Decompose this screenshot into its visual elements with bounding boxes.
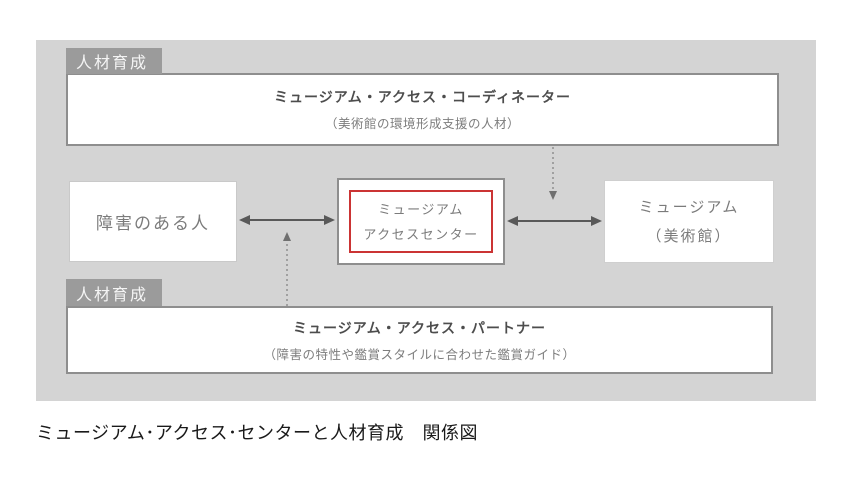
- node-museum-access-center: ミュージアム アクセスセンター: [337, 178, 505, 265]
- hr-development-tag-top: 人材育成: [66, 48, 162, 74]
- arrow-people-center: [239, 215, 335, 225]
- partner-subtitle: （障害の特性や鑑賞スタイルに合わせた鑑賞ガイド）: [263, 347, 576, 362]
- access-center-line2: アクセスセンター: [363, 226, 479, 242]
- coordinator-box: ミュージアム・アクセス・コーディネーター （美術館の環境形成支援の人材）: [66, 73, 779, 146]
- partner-box: ミュージアム・アクセス・パートナー （障害の特性や鑑賞スタイルに合わせた鑑賞ガイ…: [66, 306, 773, 374]
- node-people-with-disabilities: 障害のある人: [69, 181, 237, 262]
- arrow-center-museum: [507, 216, 602, 226]
- figure-caption: ミュージアム･アクセス･センターと人材育成 関係図: [36, 423, 478, 443]
- hr-development-tag-top-label: 人材育成: [76, 55, 149, 72]
- hr-development-tag-bottom: 人材育成: [66, 279, 162, 306]
- access-center-red-highlight-frame: ミュージアム アクセスセンター: [349, 190, 493, 253]
- hr-development-tag-bottom-label: 人材育成: [76, 286, 149, 304]
- access-center-line1: ミュージアム: [378, 201, 464, 217]
- museum-line2: （美術館）: [646, 227, 732, 245]
- coordinator-subtitle: （美術館の環境形成支援の人材）: [324, 117, 520, 131]
- arrow-layer: [239, 147, 602, 306]
- partner-title: ミュージアム・アクセス・パートナー: [292, 319, 547, 336]
- coordinator-title: ミュージアム・アクセス・コーディネーター: [273, 89, 572, 105]
- dotted-arrow-partner-up: [283, 232, 291, 306]
- diagram-panel: 人材育成 ミュージアム・アクセス・コーディネーター （美術館の環境形成支援の人材…: [36, 40, 816, 401]
- node-people-label: 障害のある人: [96, 214, 210, 233]
- dotted-arrow-coordinator-down: [549, 147, 557, 200]
- node-museum: ミュージアム （美術館）: [604, 180, 774, 263]
- museum-line1: ミュージアム: [638, 198, 740, 216]
